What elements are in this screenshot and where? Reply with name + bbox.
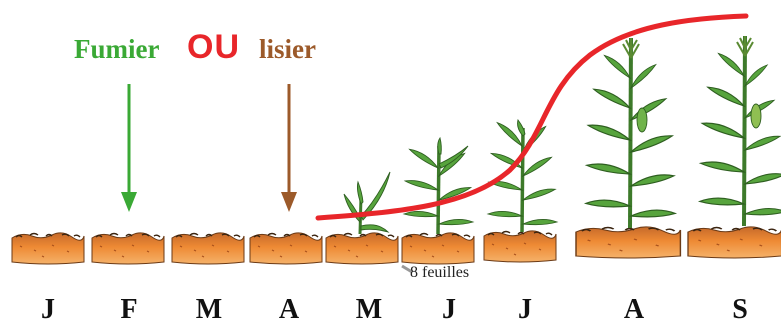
- feuilles-label: 8 feuilles: [410, 264, 469, 282]
- corn-plant-icon: [700, 36, 781, 226]
- corn-plant-icon: [586, 38, 675, 228]
- soil-row: [12, 227, 781, 264]
- ou-label: OU: [187, 28, 240, 67]
- soil-clod-icon: [402, 233, 474, 264]
- month-label: A: [624, 294, 644, 326]
- month-label: J: [518, 294, 532, 326]
- soil-clod-icon: [326, 233, 398, 264]
- fumier-label: Fumier: [74, 34, 159, 65]
- soil-clod-icon: [688, 227, 781, 258]
- month-label: J: [442, 294, 456, 326]
- soil-clod-icon: [250, 233, 322, 264]
- soil-clod-icon: [12, 233, 84, 264]
- soil-clod-icon: [172, 233, 244, 264]
- month-label: M: [196, 294, 222, 326]
- month-label: A: [279, 294, 299, 326]
- month-label: J: [41, 294, 55, 326]
- lisier-label: lisier: [259, 34, 316, 65]
- soil-clod-icon: [92, 233, 164, 264]
- soil-clod-icon: [576, 227, 680, 258]
- corn-plant-icon: [488, 120, 557, 232]
- corn-plant-icon: [404, 138, 473, 234]
- month-label: M: [356, 294, 382, 326]
- soil-clod-icon: [484, 231, 556, 262]
- corn-plant-icon: [344, 172, 390, 234]
- lisier-arrow: [281, 84, 297, 212]
- month-label: S: [732, 294, 748, 326]
- fumier-arrow: [121, 84, 137, 212]
- month-label: F: [120, 294, 137, 326]
